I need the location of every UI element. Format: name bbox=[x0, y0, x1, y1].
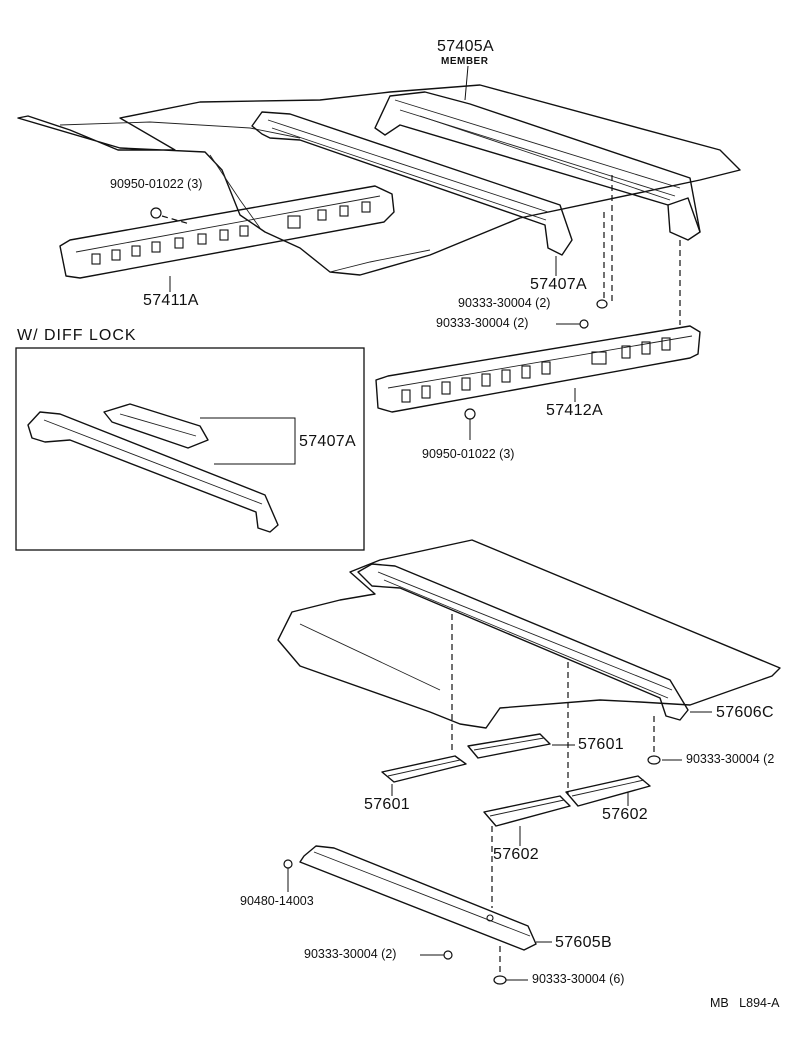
reinforcement-57601-left bbox=[381, 755, 467, 783]
label-clip-bottom-1: 90333-30004 (2) bbox=[304, 947, 397, 961]
label-clip-lower-right: 90333-30004 (2 bbox=[686, 752, 775, 766]
lower-floor-panel bbox=[277, 539, 781, 729]
label-inset-part: 57407A bbox=[299, 433, 356, 450]
reinforcement-57602-left bbox=[483, 795, 571, 827]
label-clip-bottom-2: 90333-30004 (6) bbox=[532, 972, 625, 986]
member-57605b bbox=[299, 845, 537, 951]
member-57606c bbox=[357, 563, 689, 721]
reinforcement-57601-right bbox=[467, 733, 551, 759]
label-member-part: 57405A bbox=[437, 38, 494, 55]
label-clip-upper-2: 90333-30004 (2) bbox=[436, 316, 529, 330]
crossmember-57412a-holes bbox=[401, 337, 671, 403]
inset-diff-lock bbox=[15, 347, 365, 551]
label-diagram-code: MB L894-A bbox=[710, 996, 780, 1010]
label-clip-upper-1: 90333-30004 (2) bbox=[458, 296, 551, 310]
label-bolt-lower: 90480-14003 bbox=[240, 894, 314, 908]
crossmember-57411a bbox=[59, 185, 395, 279]
label-member-name: MEMBER bbox=[441, 56, 489, 67]
label-inset-title: W/ DIFF LOCK bbox=[17, 327, 137, 344]
label-reinf-1: 57601 bbox=[578, 736, 624, 753]
clip-lower-right bbox=[647, 755, 661, 765]
leader-57405a bbox=[464, 65, 469, 101]
crossmember-57411a-holes bbox=[91, 201, 371, 265]
label-member-lower: 57606C bbox=[716, 704, 774, 721]
nut-upper-left bbox=[150, 207, 191, 225]
member-57405a bbox=[374, 91, 701, 241]
clip-upper-1 bbox=[596, 299, 608, 309]
clip-bottom-2 bbox=[493, 975, 507, 985]
label-reinf-2: 57601 bbox=[364, 796, 410, 813]
label-member-bottom: 57605B bbox=[555, 934, 612, 951]
label-nut-upper-left: 90950-01022 (3) bbox=[110, 177, 203, 191]
label-crossmember-right: 57412A bbox=[546, 402, 603, 419]
bracket-57407a-upper bbox=[251, 111, 573, 256]
clip-upper-2 bbox=[579, 319, 589, 329]
label-nut-right: 90950-01022 (3) bbox=[422, 447, 515, 461]
label-crossmember-left: 57411A bbox=[143, 292, 199, 309]
bolt-lower bbox=[283, 859, 293, 869]
nut-right bbox=[464, 408, 476, 440]
label-reinf-3: 57602 bbox=[602, 806, 648, 823]
label-reinf-4: 57602 bbox=[493, 846, 539, 863]
clip-bottom-1 bbox=[443, 950, 453, 960]
label-bracket-upper: 57407A bbox=[530, 276, 587, 293]
crossmember-57412a bbox=[375, 325, 701, 413]
reinforcement-57602-right bbox=[565, 775, 651, 807]
upper-floor-panel bbox=[17, 84, 741, 276]
